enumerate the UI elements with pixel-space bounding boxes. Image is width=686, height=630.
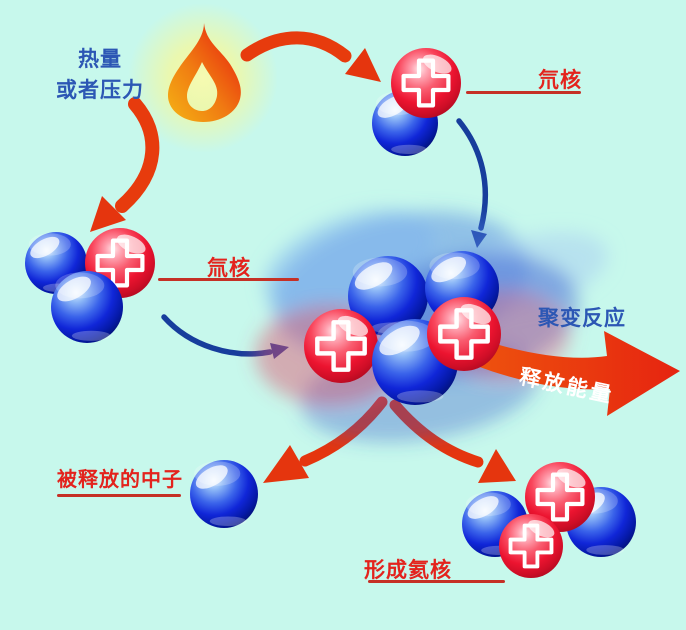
helium-formed-underline	[368, 580, 505, 583]
heat-pressure-label: 热量 或者压力	[28, 44, 172, 106]
deuterium-leader-line	[466, 91, 581, 94]
tritium-leader-line	[158, 278, 299, 281]
heat-label-line2: 或者压力	[56, 79, 144, 102]
fusion-proton-sphere	[427, 297, 501, 371]
deuterium-proton-sphere	[391, 48, 461, 118]
flame-glow	[128, 3, 278, 153]
released-neutron-underline	[57, 494, 181, 497]
tritium-neutron-sphere	[51, 271, 123, 343]
fusion-proton-sphere	[304, 309, 378, 383]
arrow-heat-to-tritium	[90, 97, 160, 232]
helium-formed-label: 形成氦核	[364, 559, 452, 582]
helium-proton-sphere	[497, 512, 565, 580]
heat-label-line1: 热量	[78, 48, 122, 71]
release-energy-arrow	[441, 329, 680, 416]
released-neutron-sphere	[190, 460, 258, 528]
flame-icon	[168, 23, 241, 122]
arrow-heat-to-deuterium	[240, 31, 381, 82]
tritium-label: 氚核	[207, 257, 251, 280]
released-neutron-label: 被释放的中子	[57, 469, 183, 491]
deuterium-label: 氘核	[538, 69, 582, 92]
fusion-reaction-label: 聚变反应	[538, 307, 626, 330]
